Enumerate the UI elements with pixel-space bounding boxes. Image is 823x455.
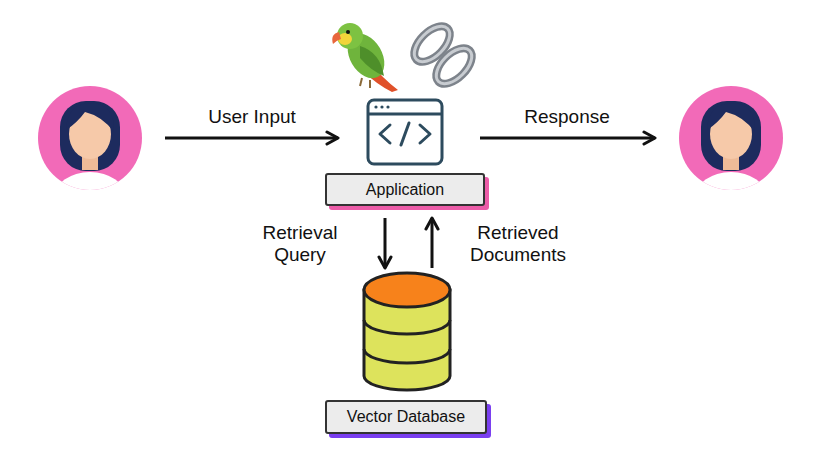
user-avatar (679, 86, 783, 224)
code-bracket (380, 125, 390, 143)
avatar-bangs (66, 103, 114, 132)
user-avatar (38, 86, 142, 224)
code-window-icon (368, 100, 442, 164)
chain-icon (408, 20, 478, 90)
window-dot (374, 105, 377, 108)
chain-shine (430, 42, 478, 90)
cylinder-band (364, 349, 450, 363)
node-label-text: Vector Database (347, 408, 465, 426)
parrot-icon (332, 23, 398, 92)
label-box: Vector Database (325, 400, 487, 434)
arrow-label: User Input (196, 106, 308, 128)
application-node: Application (325, 98, 485, 206)
connector-arrow (431, 218, 434, 268)
chain-shine (408, 20, 456, 68)
label-box: Application (325, 173, 485, 206)
avatar-shirt (54, 172, 126, 224)
cylinder-top (364, 273, 450, 307)
avatar-shirt (695, 172, 767, 224)
window-frame (368, 100, 442, 164)
parrot-eye (346, 30, 350, 34)
avatar-hair (701, 101, 761, 171)
database-cylinder (364, 273, 450, 390)
connector-arrow (384, 218, 387, 268)
chain-link (408, 20, 456, 68)
parrot-wing (360, 46, 384, 76)
parrot-feet (360, 78, 370, 88)
code-slash (401, 123, 409, 145)
cylinder-band (364, 320, 450, 334)
chain-link (430, 42, 478, 90)
code-bracket (420, 125, 430, 143)
response-arrow (480, 137, 655, 140)
window-bar (368, 113, 442, 116)
window-dot (380, 105, 383, 108)
edge-label: Retrieved Documents (466, 222, 570, 266)
avatar-hair (60, 101, 120, 171)
application-node: Vector Database (325, 270, 487, 434)
node-label-text: Application (366, 181, 444, 199)
window-dot (386, 105, 389, 108)
input-arrow (165, 137, 338, 140)
parrot-head (337, 23, 363, 49)
parrot-beak (332, 32, 341, 44)
edge-label: Retrieval Query (256, 222, 344, 266)
arrow-label: Response (515, 106, 619, 128)
avatar-bangs (707, 103, 755, 132)
